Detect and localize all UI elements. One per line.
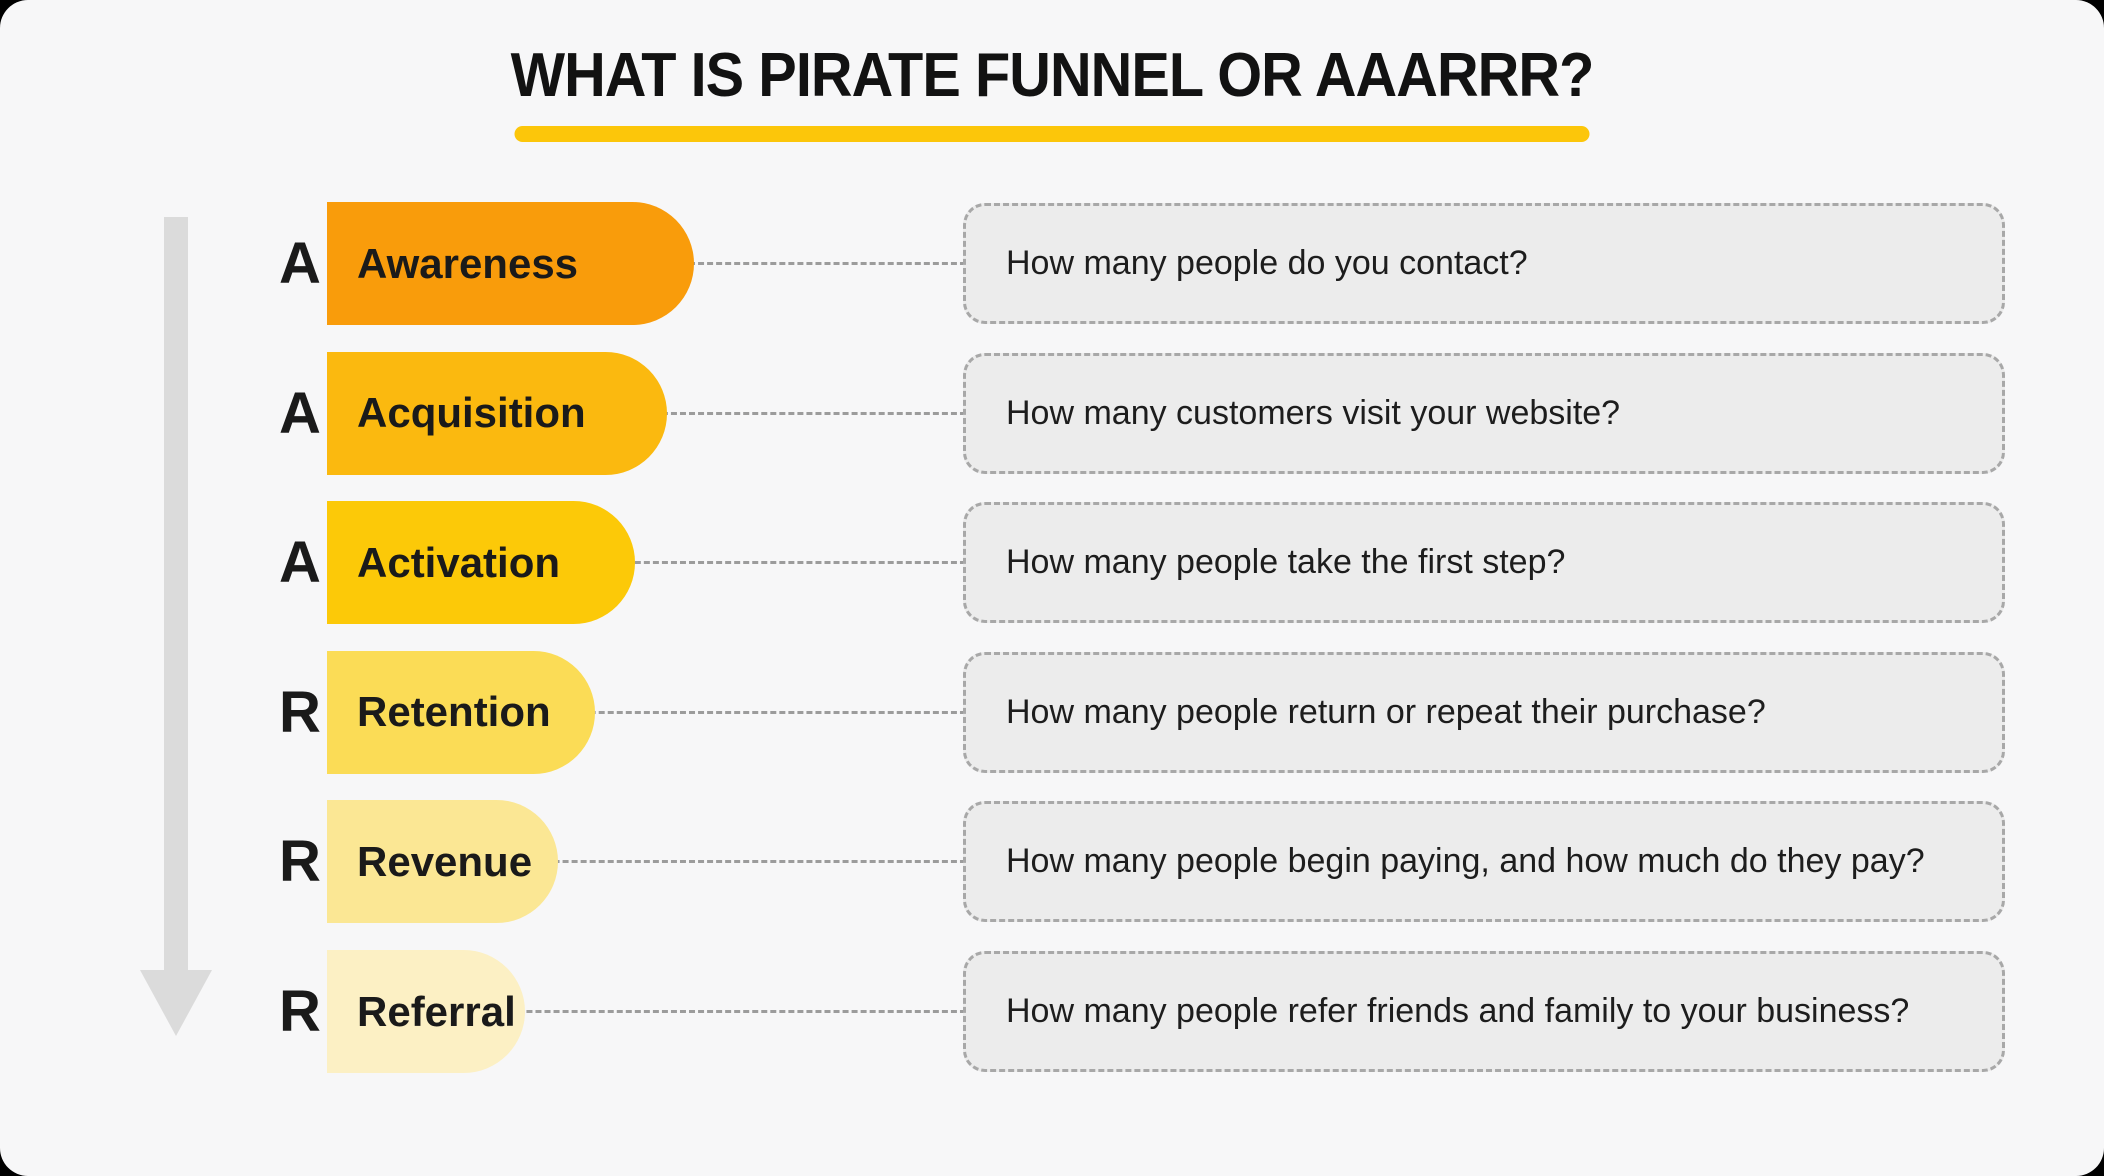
description-text: How many people take the first step? (1006, 543, 1566, 582)
funnel-letter: A (279, 530, 321, 596)
funnel-stage-label: Acquisition (357, 389, 586, 437)
description-box: How many customers visit your website? (963, 352, 2005, 474)
funnel-stage-bar: Revenue (327, 800, 558, 924)
funnel-stage-label: Revenue (357, 837, 533, 885)
dashed-connector-line (400, 710, 975, 714)
funnel-letter: R (279, 979, 321, 1044)
title-underline (514, 126, 1590, 142)
funnel-row-activation: A Activation How many people take the fi… (0, 501, 2104, 625)
funnel-letter: R (279, 679, 321, 745)
description-text: How many people do you contact? (1006, 244, 1528, 282)
down-arrow-head-icon (140, 970, 212, 1036)
funnel-letter: A (279, 380, 321, 446)
down-arrow-icon (164, 217, 188, 970)
funnel-stage-label: Activation (357, 538, 561, 586)
dashed-connector-line (400, 1010, 975, 1013)
description-box: How many people take the first step? (963, 502, 2005, 624)
funnel-row-revenue: R Revenue How many people begin paying, … (0, 800, 2104, 924)
page-title: WHAT IS PIRATE FUNNEL OR AAARRR? (510, 41, 1595, 110)
funnel-row-acquisition: A Acquisition How many customers visit y… (0, 351, 2104, 475)
funnel-letter: A (279, 231, 321, 296)
funnel-stage-label: Referral (357, 987, 516, 1035)
funnel-stage-bar: Activation (327, 501, 635, 625)
description-box: How many people begin paying, and how mu… (963, 801, 2005, 923)
dashed-connector-line (400, 860, 975, 864)
funnel-row-awareness: A Awareness How many people do you conta… (0, 202, 2104, 325)
description-text: How many customers visit your website? (1006, 393, 1621, 432)
dashed-connector-line (400, 561, 975, 565)
description-text: How many people refer friends and family… (1006, 992, 1910, 1030)
funnel-stage-label: Retention (357, 688, 551, 736)
funnel-row-referral: R Referral How many people refer friends… (0, 950, 2104, 1073)
funnel-stage-bar: Awareness (327, 202, 694, 325)
funnel-stage-bar: Referral (327, 950, 525, 1073)
funnel-stage-bar: Acquisition (327, 351, 667, 475)
description-box: How many people do you contact? (963, 203, 2005, 324)
funnel-letter: R (279, 829, 321, 895)
description-text: How many people return or repeat their p… (1006, 692, 1766, 731)
funnel-row-retention: R Retention How many people return or re… (0, 650, 2104, 774)
description-box: How many people return or repeat their p… (963, 651, 2005, 773)
description-box: How many people refer friends and family… (963, 951, 2005, 1072)
description-text: How many people begin paying, and how mu… (1006, 842, 1925, 881)
dashed-connector-line (400, 411, 975, 415)
funnel-stage-label: Awareness (357, 239, 579, 287)
funnel-stage-bar: Retention (327, 650, 595, 774)
